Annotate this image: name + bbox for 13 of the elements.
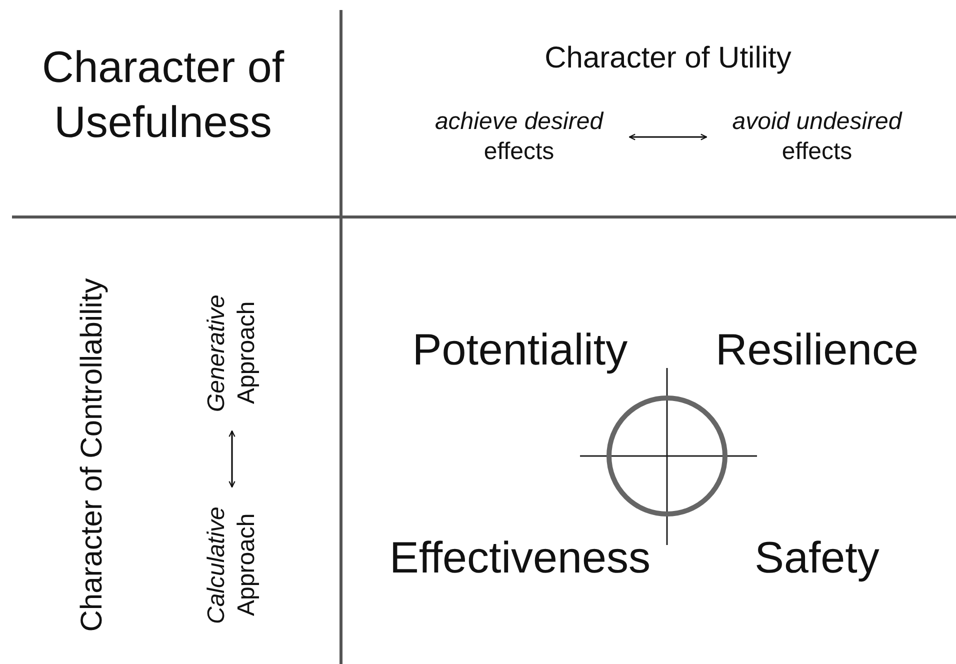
quadrant-label: Safety <box>754 532 880 584</box>
quadrant-label: Potentiality <box>412 324 628 376</box>
text-label: Calculative Approach <box>202 495 262 635</box>
double-arrow <box>628 134 708 140</box>
text-label: achieve desired effects <box>416 107 622 167</box>
heading: Character of Controllability <box>74 278 110 632</box>
quadrant-label: Resilience <box>716 324 918 376</box>
heading: Character of Utility <box>544 40 792 76</box>
text-label: Generative Approach <box>202 283 262 423</box>
text-label: avoid undesired effects <box>714 107 920 167</box>
double-arrow <box>228 430 236 488</box>
quadrant-label: Effectiveness <box>390 532 650 584</box>
heading: Character of Usefulness <box>40 42 286 149</box>
